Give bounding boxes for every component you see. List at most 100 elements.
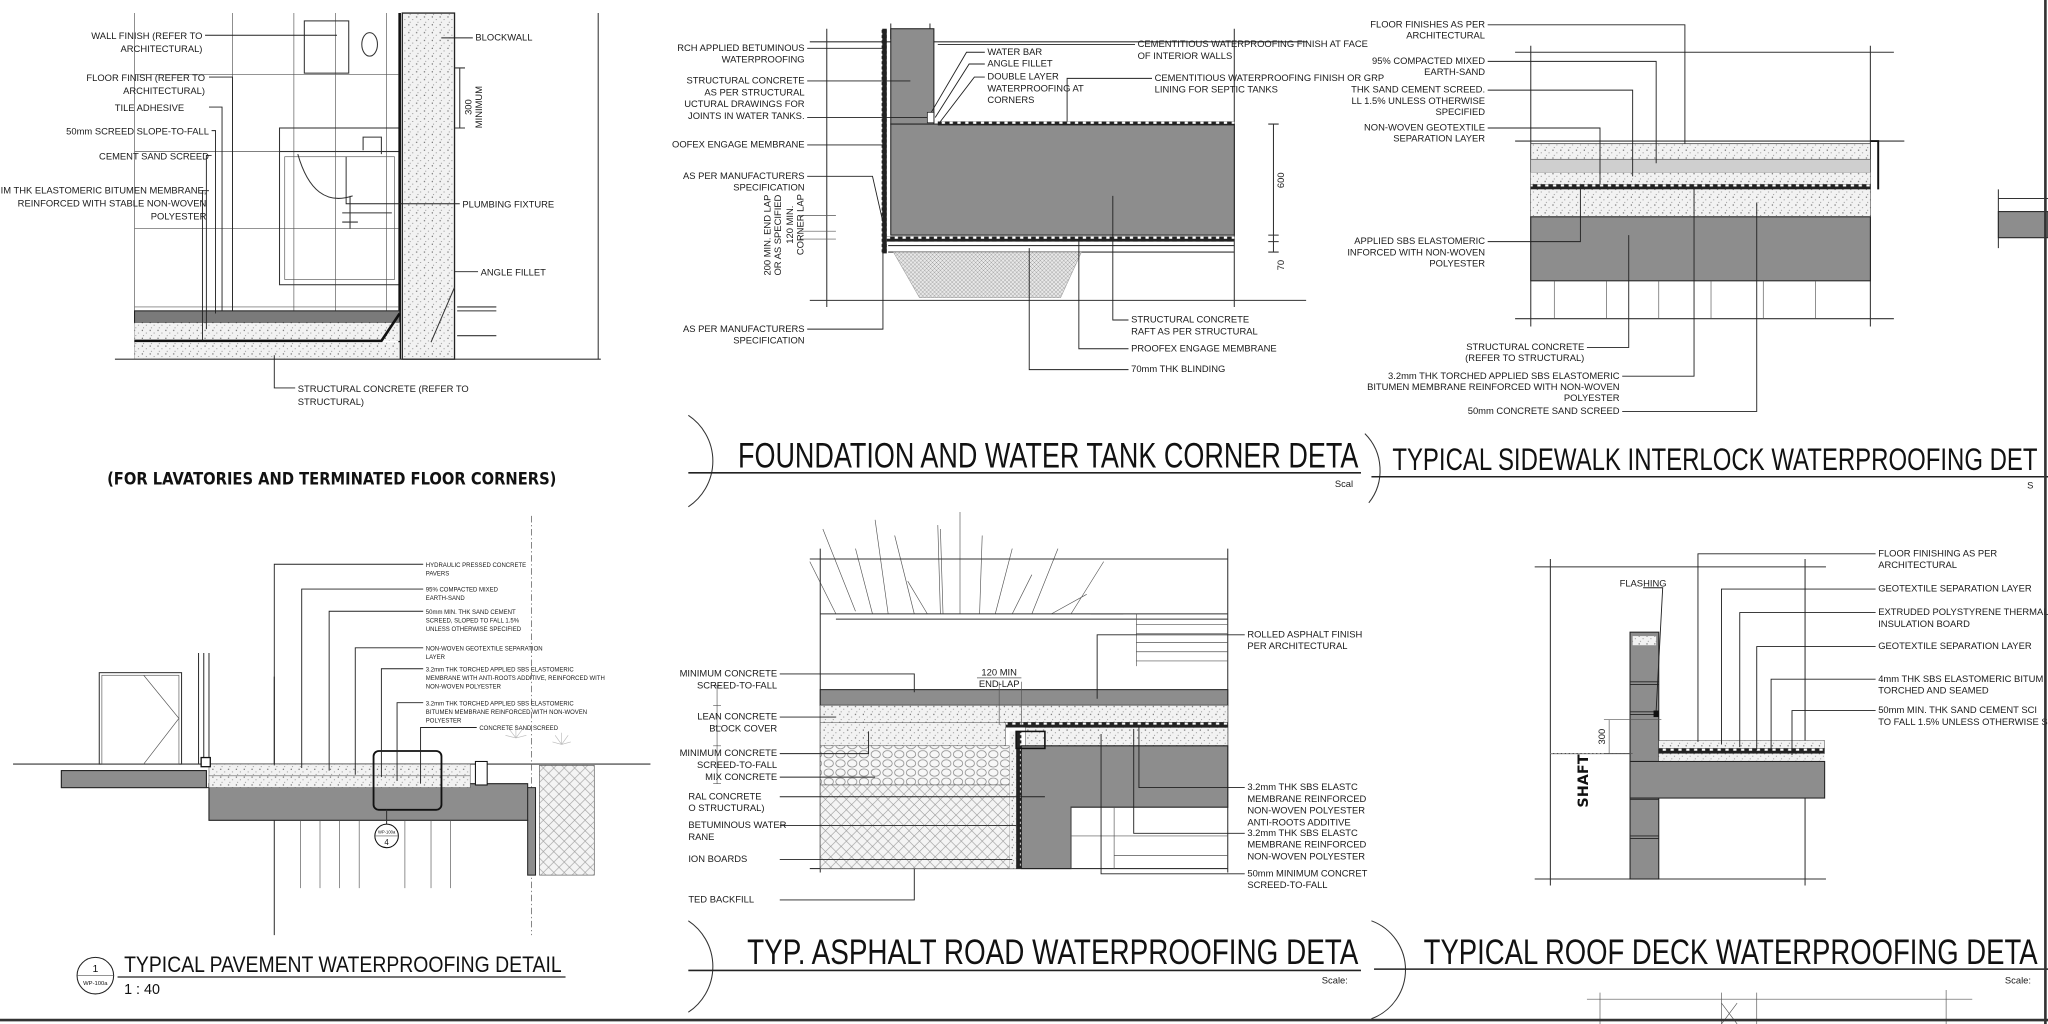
scale-label: Scal	[1335, 478, 1353, 489]
label-text: RAL CONCRETE	[688, 790, 761, 801]
leader-line	[1721, 588, 1876, 745]
callout-label: PROOFEX ENGAGE MEMBRANE	[1078, 240, 1277, 353]
detail-caption: (FOR LAVATORIES AND TERMINATED FLOOR COR…	[107, 470, 556, 490]
label-text: 3.2mm THK SBS ELASTC	[1247, 827, 1358, 838]
leader-line	[205, 154, 212, 330]
label-text: HYDRAULIC PRESSED CONCRETE	[426, 563, 526, 569]
label-text: SEPARATION LAYER	[1393, 133, 1485, 144]
label-text: 95% COMPACTED MIXED	[426, 588, 499, 594]
callout-label: BLOCKWALL	[441, 31, 532, 42]
leader-line	[201, 190, 209, 341]
callout-label: 50mm CONCRETE SAND SCREED	[1468, 202, 1758, 416]
leader-line	[345, 156, 460, 205]
dimension-300	[1603, 719, 1662, 754]
label-text: STRUCTURAL CONCRETE	[686, 75, 804, 86]
label-text: NON-WOVEN POLYESTER	[1247, 850, 1365, 861]
door-elevation	[98, 672, 183, 765]
leader-line	[420, 727, 477, 784]
label-text: MEMBRANE WITH ANTI-ROOTS ADDITIVE, REINF…	[426, 676, 605, 682]
label-text: CEMENTITIOUS WATERPROOFING FINISH AT FAC…	[1138, 38, 1368, 49]
label-text: MINIMUM CONCRETE	[680, 747, 778, 758]
label-text: STRUCTURAL CONCRETE	[1466, 341, 1584, 352]
label-text: LL 1.5% UNLESS OTHERWISE	[1351, 95, 1485, 106]
callout-label: 50mm SCREED SLOPE-TO-FALL	[66, 126, 216, 314]
flashing-icon	[1653, 710, 1659, 718]
callout-label: TED BACKFILL	[688, 868, 915, 905]
label-text: 50mm MIN. THK SAND CEMENT	[426, 610, 516, 616]
dimension-text: 70	[1275, 260, 1286, 270]
label-text: EXTRUDED POLYSTYRENE THERMAL	[1878, 606, 2048, 617]
callout-label: 70mm THK BLINDING	[1028, 248, 1225, 374]
label-text: BLOCKWALL	[475, 31, 532, 42]
label-text: BETUMINOUS WATER	[688, 819, 786, 830]
leader-line	[779, 868, 915, 901]
dimension-text: MINIMUM	[473, 86, 484, 128]
label-text: INSULATION BOARD	[1878, 618, 1970, 629]
label-text: 70mm THK BLINDING	[1131, 363, 1225, 374]
detail-title: TYPICAL ROOF DECK WATERPROOFING DETA	[1424, 933, 2038, 972]
callout-label: OOFEX ENGAGE MEMBRANE	[672, 139, 885, 150]
label-text: 50mm SCREED SLOPE-TO-FALL	[66, 126, 209, 137]
callout-label: CONCRETE SAND SCREED	[420, 726, 559, 784]
label-text: CEMENT SAND SCREED	[99, 150, 209, 161]
grass-lines	[809, 511, 1124, 615]
label-text: LINING FOR SEPTIC TANKS	[1155, 84, 1278, 95]
dimension-text: 200 MIN. END LAP	[762, 195, 773, 276]
detail-title: TYP. ASPHALT ROAD WATERPROOFING DETA	[747, 933, 1359, 972]
leader-line	[1791, 710, 1876, 755]
sheet-reference: WP-100a	[83, 981, 108, 987]
dimension-text: CORNER LAP	[794, 194, 805, 255]
panel-roofdeck-detail: FLOOR FINISHING AS PERARCHITECTURALGEOTE…	[1371, 547, 2048, 1024]
scale-label: 1 : 40	[124, 982, 160, 998]
label-text: WALL FINISH (REFER TO	[91, 30, 202, 41]
label-text: MEMBRANE REINFORCED	[1247, 839, 1366, 850]
title-arc	[688, 920, 714, 1013]
label-text: TILE ADHESIVE	[115, 102, 184, 113]
raft-slab	[890, 123, 1235, 236]
label-text: AS PER MANUFACTURERS	[683, 170, 805, 181]
label-text: 4mm THK SBS ELASTOMERIC BITUM	[1878, 673, 2043, 684]
detail-callout-box[interactable]	[372, 750, 443, 811]
callout-label: TILE ADHESIVE	[115, 102, 223, 311]
label-text: JOINTS IN WATER TANKS.	[688, 110, 805, 121]
leader-line	[934, 63, 985, 118]
label-text: STRUCTURAL CONCRETE (REFER TO	[298, 383, 469, 394]
label-text: MEMBRANE REINFORCED	[1247, 793, 1366, 804]
label-text: LEAN CONCRETE	[697, 711, 777, 722]
leader-line	[1586, 235, 1630, 348]
callout-label: STRUCTURAL CONCRETE(REFER TO STRUCTURAL)	[1465, 235, 1630, 363]
callout-label: WALL FINISH (REFER TO ARCHITECTURAL)	[91, 30, 337, 54]
callout-label: GEOTEXTILE SEPARATION LAYER	[1721, 583, 2032, 745]
title-arc	[688, 414, 714, 508]
tank-wall	[890, 28, 935, 125]
leader-line	[1697, 553, 1876, 742]
roof-slab	[1629, 760, 1826, 799]
leader-line	[211, 130, 216, 314]
leader-line	[1487, 186, 1581, 243]
label-text: POLYESTER	[426, 718, 462, 724]
scale-label: Scale:	[1322, 975, 1348, 986]
label-text: ARCHITECTURAL)	[121, 43, 203, 54]
shaft-label: SHAFT	[1576, 754, 1592, 807]
ground-line	[114, 13, 601, 360]
label-text: BITUMEN MEMBRANE REINFORCED WITH NON-WOV…	[426, 710, 587, 716]
label-text: 50mm MIN. THK SAND CEMENT SCI	[1878, 704, 2037, 715]
label-text: TED BACKFILL	[688, 894, 754, 905]
callout-label: GEOTEXTILE SEPARATION LAYER	[1756, 640, 2032, 750]
blockwall	[401, 12, 456, 360]
blinding	[888, 245, 1235, 253]
label-text: NON-WOVEN POLYESTER	[1247, 805, 1365, 816]
leader-line	[1112, 195, 1129, 321]
label-text: CONCRETE SAND SCREED	[479, 726, 558, 732]
label-text: STRUCTURAL CONCRETE	[1131, 314, 1249, 325]
